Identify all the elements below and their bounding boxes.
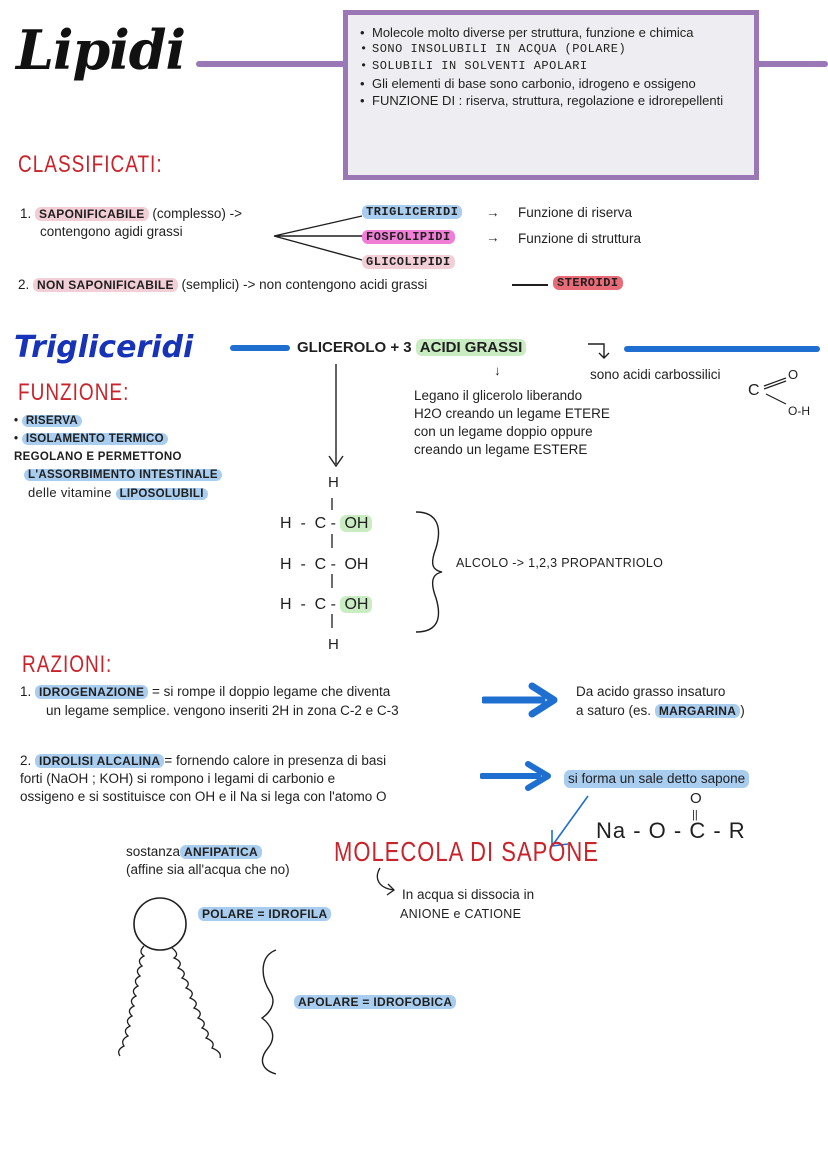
trigliceridi-tag: TRIGLICERIDI [362, 205, 463, 219]
branch-path [273, 215, 363, 261]
non-saponificabile-line: 2. NON SAPONIFICABILE (semplici) -> non … [18, 276, 427, 294]
arrow-down-left-icon [551, 795, 589, 847]
arrow-down-icon: ↓ [494, 363, 501, 378]
intro-item: SOLUBILI IN SOLVENTI APOLARI [360, 58, 744, 75]
dissocia-line2: ANIONE e CATIONE [400, 907, 522, 921]
r1-result-2: a saturo (es. MARGARINA) [576, 703, 745, 718]
sapone-heading: MOLECOLA DI SAPONE [334, 836, 599, 868]
soap-molecule-icon [118, 897, 277, 1075]
arrow-right-icon: → [486, 230, 500, 245]
funzione-item: REGOLANO E PERMETTONO [14, 451, 182, 463]
cooh-o: O [788, 367, 799, 382]
item-number: 2. [18, 277, 30, 292]
dissocia-line1: In acqua si dissocia in [402, 887, 535, 902]
dash-line [512, 284, 548, 286]
funzione-heading: FUNZIONE: [18, 380, 130, 407]
formula-acidi-grassi: ACIDI GRASSI [415, 339, 527, 356]
title-connector-line [196, 61, 348, 67]
glycerol-h-bottom: H [328, 636, 339, 653]
r1-line: 1. IDROGENAZIONE = si rompe il doppio le… [20, 684, 391, 699]
legano-line: H2O creando un legame ETERE [414, 406, 610, 421]
intro-item: FUNZIONE DI : riserva, struttura, regola… [360, 92, 744, 109]
steroidi-tag: STEROIDI [553, 276, 623, 290]
non-saponificabile-rest: (semplici) -> non contengono acidi grass… [181, 277, 428, 292]
non-saponificabile-tag: NON SAPONIFICABILE [33, 278, 178, 292]
arrow-right-blue-icon [480, 761, 551, 791]
funzione-item: • ISOLAMENTO TERMICO [14, 430, 222, 448]
intro-box: Molecole molto diverse per struttura, fu… [343, 10, 759, 180]
apolare-label: APOLARE = IDROFOBICA [294, 995, 457, 1009]
glycerol-row: H - C - OH [280, 596, 373, 614]
heading-line [230, 345, 290, 351]
arrow-right-blue-icon [482, 682, 558, 718]
idrogenazione-tag: IDROGENAZIONE [35, 685, 149, 699]
glycerol-bonds [331, 498, 333, 628]
r2-result: si forma un sale detto sapone [564, 770, 750, 788]
sapone-formula: Na - O - C - R [596, 818, 746, 843]
glicolipidi-tag: GLICOLIPIDI [362, 255, 455, 269]
arrow-down-long-icon [328, 364, 344, 468]
cooh-oh: O-H [788, 404, 810, 418]
legano-text: Legano il glicerolo liberando H2O creand… [414, 387, 610, 459]
saponificabile-rest: (complesso) -> [152, 206, 242, 221]
funzione-item: L'ASSORBIMENTO INTESTINALE [14, 466, 222, 484]
title-connector-line-right [756, 61, 828, 67]
funzione-item: • RISERVA [14, 412, 222, 430]
formula-glicerolo: GLICEROLO + 3 [297, 339, 412, 356]
funzione-item: delle vitamine LIPOSOLUBILI [14, 484, 222, 503]
sapone-formula-double-bond: || [692, 809, 698, 821]
saponificabile-line2: contengono agidi grassi [40, 224, 183, 239]
classificati-heading: CLASSIFICATI: [18, 152, 163, 179]
r2-line2: forti (NaOH ; KOH) si rompono i legami d… [20, 771, 336, 786]
polare-label: POLARE = IDROFILA [198, 907, 332, 921]
glycerol-h-top: H [328, 474, 339, 491]
legano-line: creando un legame ESTERE [414, 442, 588, 457]
intro-item: SONO INSOLUBILI IN ACQUA (POLARE) [360, 41, 744, 58]
trigliceridi-function: Funzione di riserva [518, 205, 633, 220]
anfipatica-note: (affine sia all'acqua che no) [126, 862, 290, 877]
legano-line: Legano il glicerolo liberando [414, 388, 583, 403]
page-title: Lipidi [16, 18, 186, 82]
curved-arrow-icon [376, 867, 396, 896]
arrow-right-icon: → [486, 205, 500, 220]
funzione-list: • RISERVA • ISOLAMENTO TERMICO REGOLANO … [14, 412, 222, 503]
turn-down-arrow-icon [588, 343, 610, 359]
branch-lines [273, 215, 363, 261]
fosfolipidi-tag: FOSFOLIPIDI [362, 230, 455, 244]
alcolo-label: ALCOLO -> 1,2,3 PROPANTRIOLO [456, 556, 664, 570]
saponificabile-line: 1. SAPONIFICABILE (complesso) -> [20, 205, 242, 223]
brace-icon [415, 511, 443, 633]
r2-line: 2. IDROLISI ALCALINA= fornendo calore in… [20, 753, 387, 768]
legano-line: con un legame doppio oppure [414, 424, 593, 439]
formula-line: GLICEROLO + 3 ACIDI GRASSI [297, 339, 527, 357]
reazioni-heading: RAZIONI: [22, 652, 113, 679]
item-number: 1. [20, 206, 32, 221]
intro-list: Molecole molto diverse per struttura, fu… [360, 24, 744, 109]
intro-item: Gli elementi di base sono carbonio, idro… [360, 75, 744, 92]
glycerol-row: H - C - OH [280, 556, 369, 573]
cooh-bonds [763, 377, 787, 405]
fosfolipidi-function: Funzione di struttura [518, 231, 642, 246]
r1-result-1: Da acido grasso insaturo [576, 684, 726, 699]
acidi-note: sono acidi carbossilici [590, 367, 721, 382]
idrolisi-tag: IDROLISI ALCALINA [35, 754, 165, 768]
saponificabile-tag: SAPONIFICABILE [35, 207, 149, 221]
heading-line-right [624, 346, 820, 352]
r1-line2: un legame semplice. vengono inseriti 2H … [46, 703, 399, 718]
r2-line3: ossigeno e si sostituisce con OH e il Na… [20, 789, 387, 804]
glycerol-row: H - C - OH [280, 515, 373, 533]
trigliceridi-heading: Trigliceridi [14, 330, 194, 365]
sapone-formula-o: O [690, 790, 702, 807]
cooh-c: C [748, 382, 760, 399]
intro-item: Molecole molto diverse per struttura, fu… [360, 24, 744, 41]
